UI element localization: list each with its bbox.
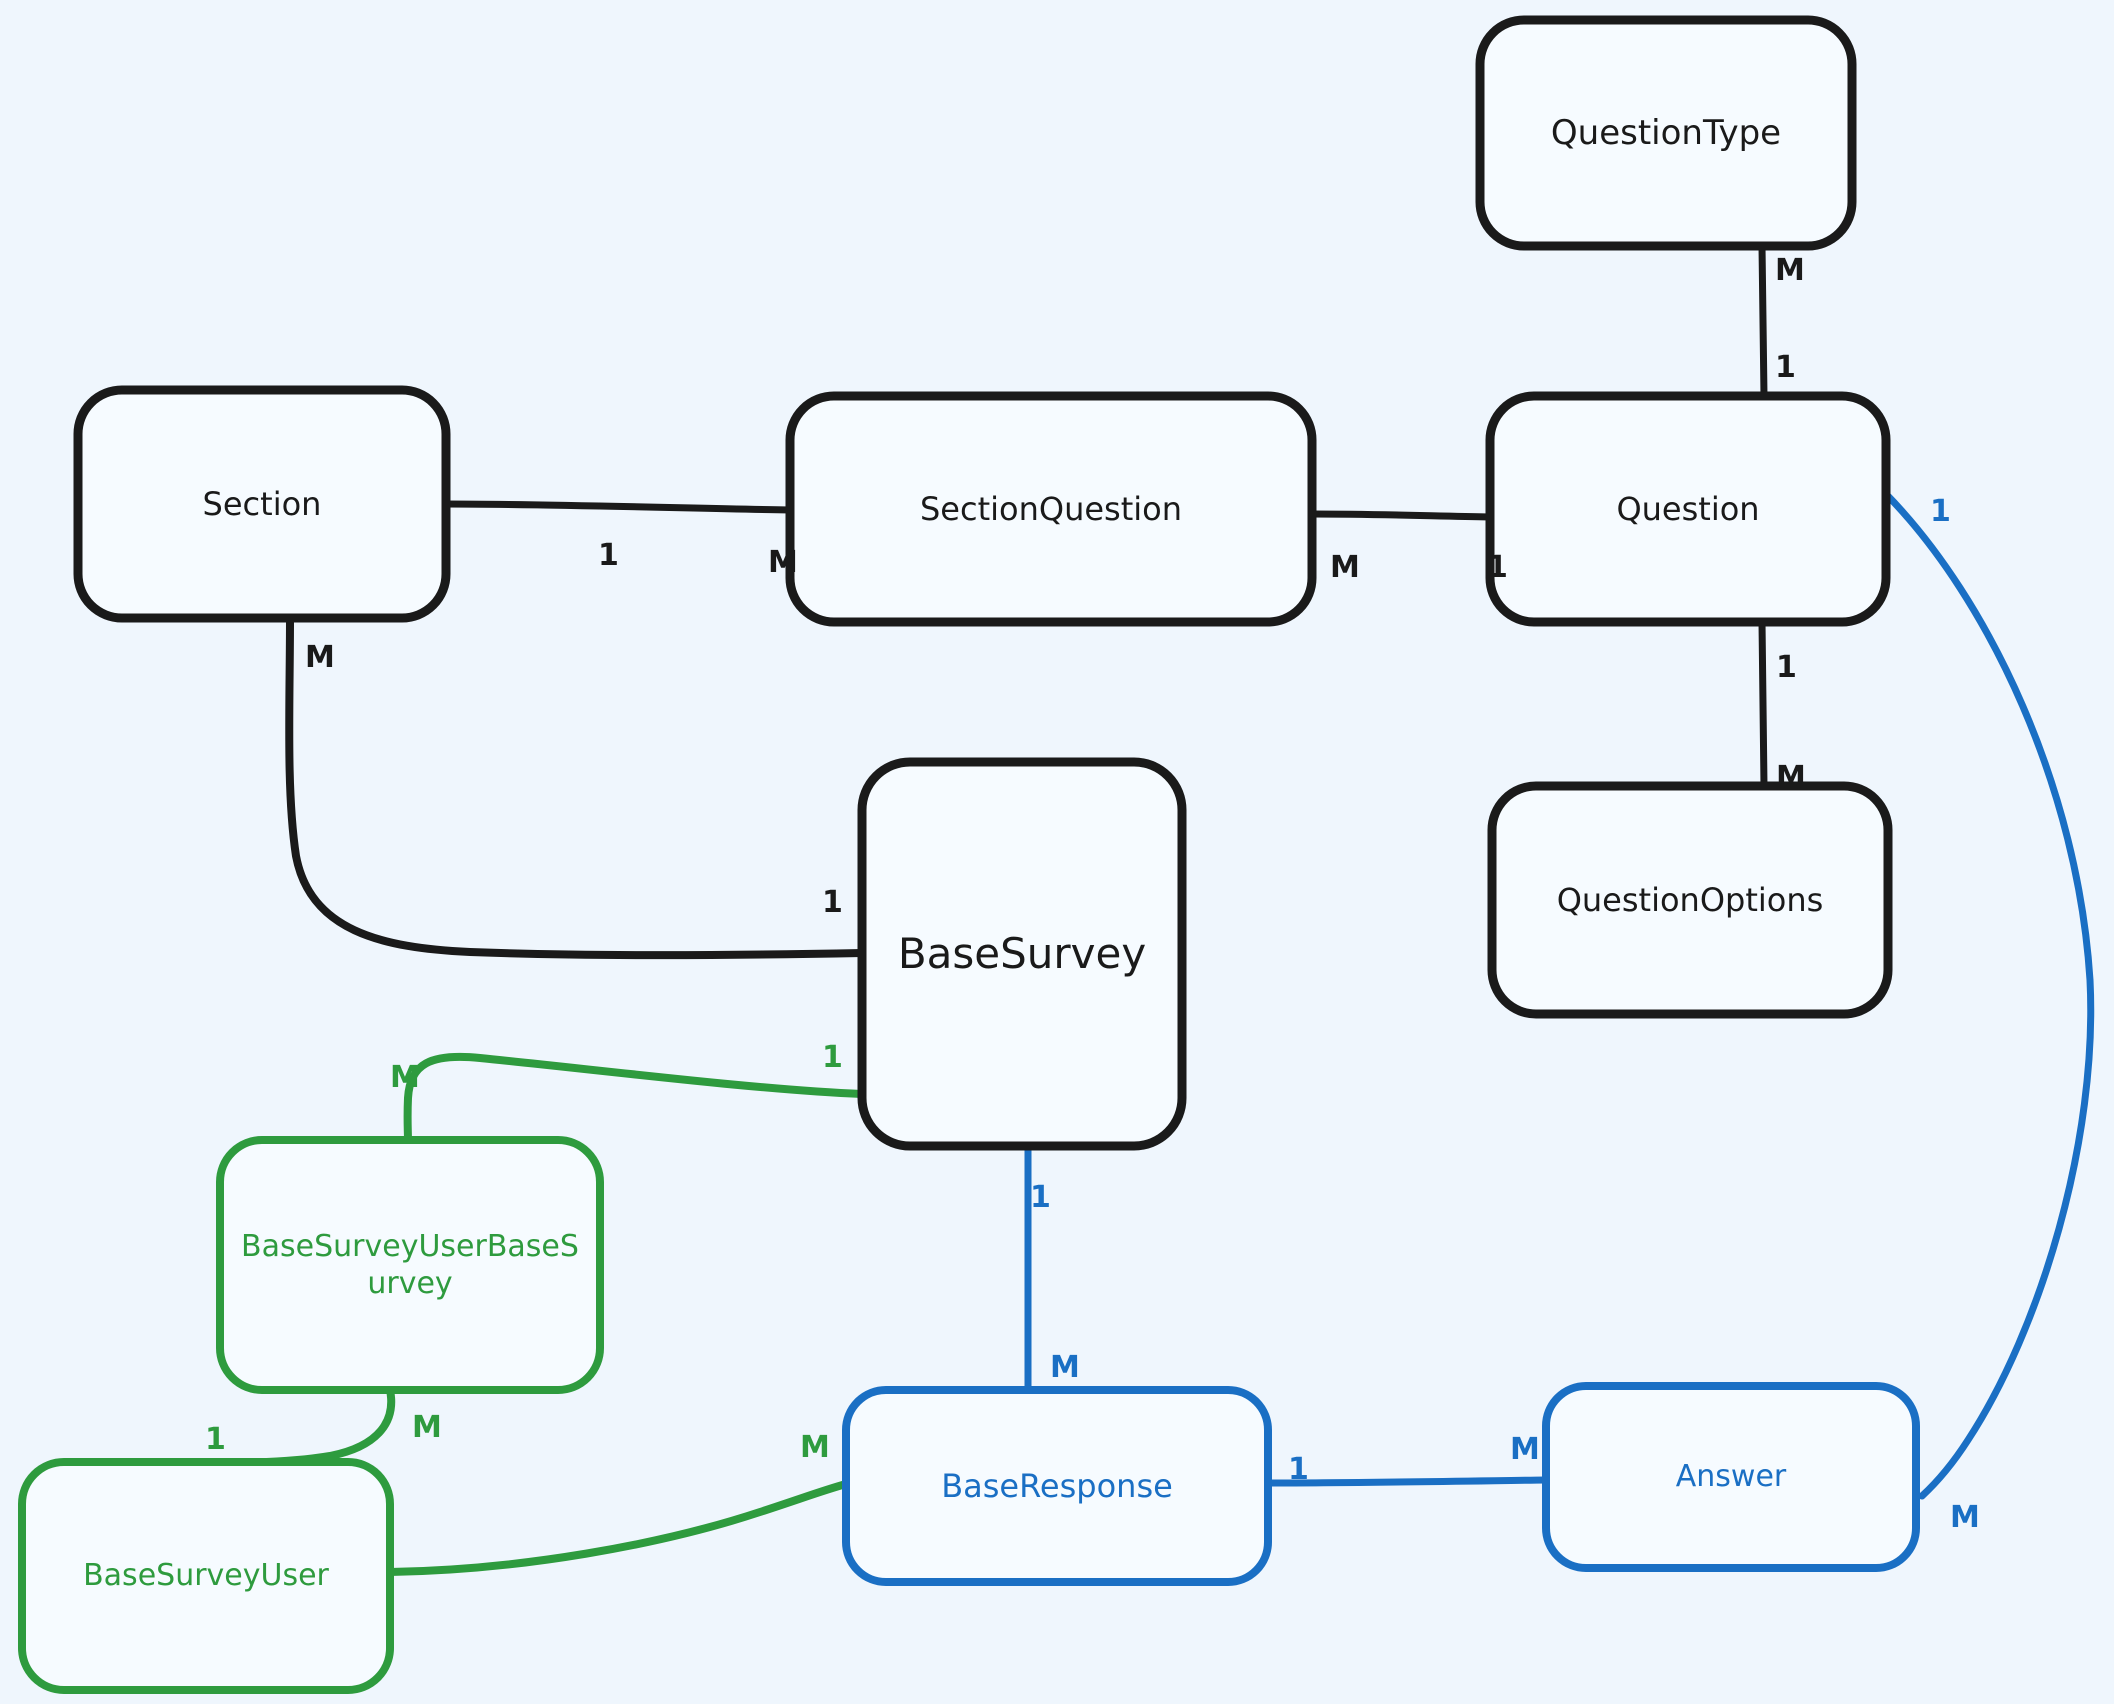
edge-questiontype-question [1758,242,1768,400]
entity-box-question-type[interactable] [1475,15,1857,251]
entity-box-section-question[interactable] [785,391,1317,627]
edge-baseresponse-answer [1264,1476,1550,1487]
entity-boxes [18,15,1920,1694]
edge-basesurveyuser-baseresponse [386,1480,850,1576]
edge-section-basesurvey [285,615,866,960]
edge-question-answer [1882,490,2095,1500]
edge-sectionquestion-question [1308,510,1494,521]
edge-section-sectionquestion [442,500,794,514]
edge-basesurvey-bsubs [403,1052,866,1146]
entity-box-base-survey-user[interactable] [18,1458,394,1694]
entity-box-question[interactable] [1485,391,1891,627]
entity-box-section[interactable] [73,385,451,623]
entity-box-answer[interactable] [1542,1382,1920,1572]
entity-box-question-options[interactable] [1487,781,1893,1019]
relationship-edges [146,242,2095,1576]
entity-box-base-survey-user-base-survey[interactable] [216,1136,604,1394]
entity-box-base-response[interactable] [842,1386,1272,1586]
edge-question-questionoptions [1758,618,1768,790]
entity-box-base-survey[interactable] [857,757,1187,1151]
